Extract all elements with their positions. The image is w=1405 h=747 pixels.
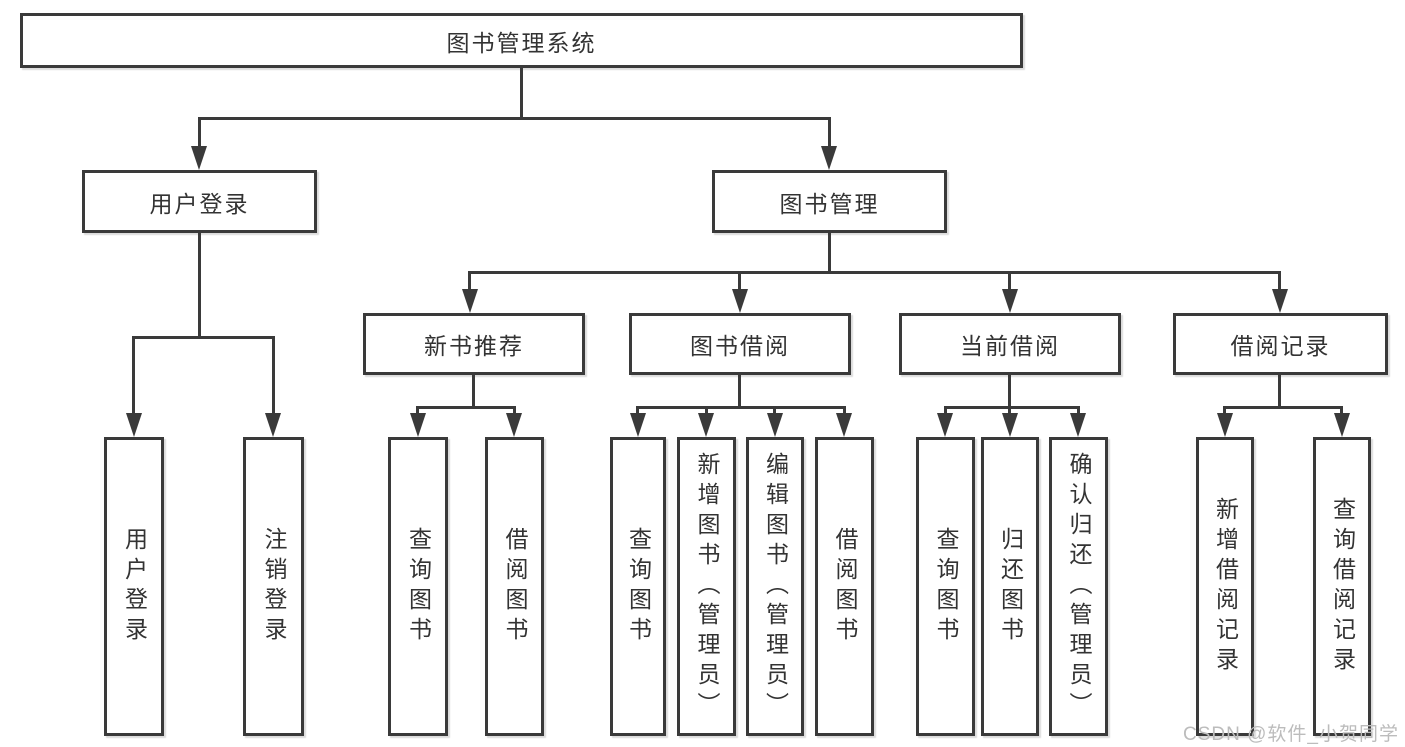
leaf-query-books-borrowing: 查询图书 — [610, 437, 666, 736]
leaf-query-borrow-record: 查询借阅记录 — [1313, 437, 1371, 736]
arrow-down-icon — [126, 413, 142, 437]
leaf-add-books-admin: 新增图书（管理员） — [677, 437, 736, 736]
arrow-down-icon — [732, 289, 748, 313]
node-library-system: 图书管理系统 — [20, 13, 1023, 68]
connector-rail — [944, 406, 1080, 409]
connector-rail — [637, 406, 846, 409]
arrow-down-icon — [410, 413, 426, 437]
leaf-edit-books-admin: 编辑图书（管理员） — [746, 437, 804, 736]
connector-drop — [1278, 271, 1281, 291]
arrow-down-icon — [1002, 289, 1018, 313]
connector-level3-rail — [470, 271, 1280, 274]
node-new-book-recommend: 新书推荐 — [363, 313, 585, 375]
connector-drop — [132, 336, 135, 415]
connector-stem — [738, 375, 741, 408]
connector-drop — [636, 406, 639, 415]
connector-drop — [1008, 271, 1011, 291]
connector-drop — [738, 271, 741, 291]
node-book-management: 图书管理 — [712, 170, 947, 233]
leaf-query-books-current: 查询图书 — [916, 437, 975, 736]
connector-drop — [468, 271, 471, 291]
connector-drop — [1077, 406, 1080, 415]
connector-stem — [472, 375, 475, 408]
arrow-down-icon — [1334, 413, 1350, 437]
connector-stem — [1278, 375, 1281, 408]
arrow-down-icon — [767, 413, 783, 437]
arrow-down-icon — [1002, 413, 1018, 437]
connector-rail — [1224, 406, 1343, 409]
connector-drop — [773, 406, 776, 415]
arrow-down-icon — [937, 413, 953, 437]
connector-drop — [944, 406, 947, 415]
connector-drop — [1223, 406, 1226, 415]
connector-stem — [828, 233, 831, 271]
connector-rail — [417, 406, 516, 409]
arrow-down-icon — [1217, 413, 1233, 437]
connector-drop — [705, 406, 708, 415]
connector-stem — [198, 233, 201, 336]
connector-root-stem — [520, 68, 523, 117]
connector-drop — [828, 117, 831, 148]
connector-drop — [1008, 406, 1011, 415]
connector-rail — [133, 336, 275, 339]
arrow-down-icon — [506, 413, 522, 437]
leaf-user-login: 用户登录 — [104, 437, 164, 736]
leaf-borrow-books-recommend: 借阅图书 — [485, 437, 544, 736]
leaf-confirm-return-admin: 确认归还（管理员） — [1049, 437, 1108, 736]
arrow-down-icon — [836, 413, 852, 437]
leaf-logout: 注销登录 — [243, 437, 304, 736]
node-user-login: 用户登录 — [82, 170, 317, 233]
arrow-down-icon — [698, 413, 714, 437]
connector-level2-rail — [198, 117, 831, 120]
connector-drop — [843, 406, 846, 415]
connector-drop — [416, 406, 419, 415]
leaf-borrow-books: 借阅图书 — [815, 437, 874, 736]
leaf-add-borrow-record: 新增借阅记录 — [1196, 437, 1254, 736]
arrow-down-icon — [462, 289, 478, 313]
arrow-down-icon — [821, 146, 837, 170]
connector-drop — [272, 336, 275, 415]
arrow-down-icon — [630, 413, 646, 437]
node-borrow-records: 借阅记录 — [1173, 313, 1388, 375]
leaf-query-books-recommend: 查询图书 — [388, 437, 448, 736]
watermark: CSDN @软件_小贺同学 — [1183, 724, 1399, 745]
node-book-borrowing: 图书借阅 — [629, 313, 851, 375]
connector-stem — [1008, 375, 1011, 408]
leaf-return-books: 归还图书 — [981, 437, 1039, 736]
arrow-down-icon — [191, 146, 207, 170]
arrow-down-icon — [265, 413, 281, 437]
connector-drop — [1340, 406, 1343, 415]
connector-drop — [198, 117, 201, 148]
node-current-borrowing: 当前借阅 — [899, 313, 1121, 375]
arrow-down-icon — [1272, 289, 1288, 313]
arrow-down-icon — [1070, 413, 1086, 437]
connector-drop — [513, 406, 516, 415]
